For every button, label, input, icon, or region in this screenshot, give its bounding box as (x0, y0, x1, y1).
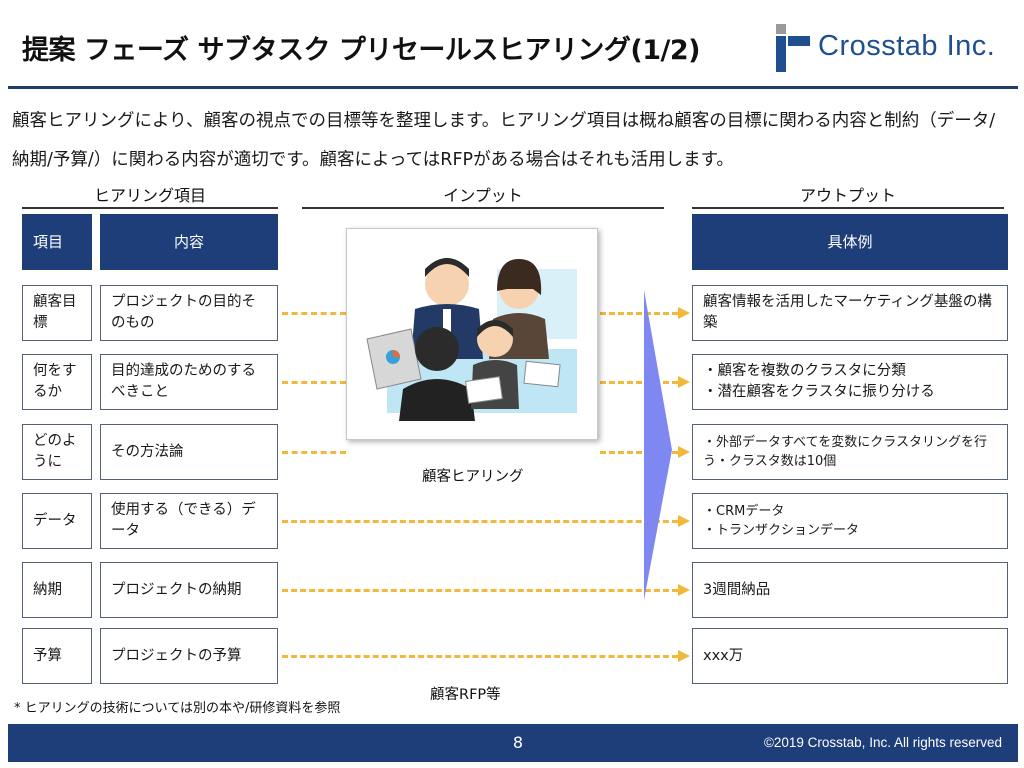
page-number: 8 (512, 733, 524, 752)
row-item: 予算 (22, 628, 92, 684)
header-item: 項目 (22, 214, 92, 270)
footer-bar: 8 ©2019 Crosstab, Inc. All rights reserv… (8, 724, 1018, 762)
column-rule-output (692, 207, 1004, 209)
input-caption-rfp: 顧客RFP等 (430, 687, 501, 703)
row-output: 3週間納品 (692, 562, 1008, 618)
column-rule-hearing (22, 207, 278, 209)
logo-wordmark: Crosstab Inc. (818, 30, 996, 62)
connector-line (282, 589, 678, 592)
connector-line (282, 655, 678, 658)
slide-title: 提案 フェーズ サブタスク プリセールスヒアリング(1/2) (22, 35, 700, 66)
row-item: 顧客目標 (22, 285, 92, 341)
connector-line (282, 451, 346, 454)
row-output: xxx万 (692, 628, 1008, 684)
meeting-illustration (346, 228, 598, 440)
row-output: ・CRMデータ ・トランザクションデータ (692, 493, 1008, 549)
connector-line (282, 520, 678, 523)
column-header-input: インプット (443, 186, 523, 205)
crosstab-logo: Crosstab Inc. (772, 22, 1012, 74)
connector-line (600, 312, 678, 315)
row-output: 顧客情報を活用したマーケティング基盤の構築 (692, 285, 1008, 341)
row-output: ・顧客を複数のクラスタに分類 ・潜在顧客をクラスタに振り分ける (692, 354, 1008, 410)
header-content: 内容 (100, 214, 278, 270)
funnel-arrow-icon (644, 290, 672, 600)
intro-text: 顧客ヒアリングにより、顧客の視点での目標等を整理します。ヒアリング項目は概ね顧客… (12, 111, 996, 170)
row-content: 使用する（できる）データ (100, 493, 278, 549)
column-header-hearing: ヒアリング項目 (93, 186, 206, 205)
header-example: 具体例 (692, 214, 1008, 270)
title-divider (8, 86, 1018, 89)
row-content: プロジェクトの納期 (100, 562, 278, 618)
row-content: プロジェクトの目的そのもの (100, 285, 278, 341)
column-header-output: アウトプット (799, 186, 896, 205)
connector-line (282, 381, 346, 384)
connector-line (282, 312, 346, 315)
arrow-right-icon (678, 515, 690, 527)
connector-line (600, 451, 678, 454)
row-output: ・外部データすべてを変数にクラスタリングを行う・クラスタ数は10個 (692, 424, 1008, 480)
row-item: どのように (22, 424, 92, 480)
column-rule-input (302, 207, 664, 209)
connector-line (600, 381, 678, 384)
crosstab-logo-icon (776, 24, 810, 72)
row-item: 納期 (22, 562, 92, 618)
row-content: 目的達成のためのするべきこと (100, 354, 278, 410)
arrow-right-icon (678, 584, 690, 596)
footnote: * ヒアリングの技術については別の本や/研修資料を参照 (14, 701, 341, 716)
arrow-right-icon (678, 307, 690, 319)
input-caption-hearing: 顧客ヒアリング (422, 469, 524, 485)
row-content: プロジェクトの予算 (100, 628, 278, 684)
copyright-text: ©2019 Crosstab, Inc. All rights reserved (763, 735, 1002, 750)
arrow-right-icon (678, 446, 690, 458)
arrow-right-icon (678, 376, 690, 388)
row-content: その方法論 (100, 424, 278, 480)
row-item: データ (22, 493, 92, 549)
arrow-right-icon (678, 650, 690, 662)
row-item: 何をするか (22, 354, 92, 410)
meeting-people-icon (366, 247, 579, 421)
